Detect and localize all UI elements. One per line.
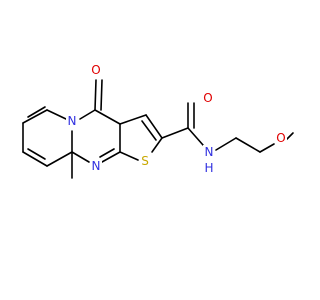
atom-label-background — [203, 161, 215, 175]
bond — [22, 109, 48, 124]
molecule-structure: N N O S O N H O — [22, 63, 294, 179]
atom-n-amide: N — [205, 145, 214, 159]
atom-label-background — [90, 63, 102, 77]
bond — [94, 109, 121, 125]
atom-label-background — [139, 154, 151, 168]
atom-n-ring: N — [68, 114, 77, 128]
atom-label-background — [203, 145, 215, 159]
bond — [285, 132, 294, 141]
atom-s-thiophene: S — [141, 154, 149, 168]
atom-label-background — [275, 131, 287, 145]
bond — [46, 151, 73, 167]
bond — [100, 79, 103, 111]
atom-label-background — [202, 91, 214, 105]
bond — [187, 127, 204, 146]
atom-o-ketone: O — [91, 63, 100, 77]
bond — [22, 151, 48, 167]
bond — [151, 137, 163, 153]
bond — [119, 114, 147, 125]
bond — [46, 109, 67, 120]
bond — [215, 137, 237, 151]
bond-layer — [22, 79, 294, 179]
bond — [145, 114, 163, 139]
atom-o-amide: O — [203, 91, 212, 105]
atom-label-layer: N N O S O N H O — [66, 63, 287, 175]
atom-label-background — [90, 159, 102, 173]
atom-o-ether: O — [276, 131, 285, 145]
bond — [141, 120, 157, 141]
bond — [235, 137, 261, 153]
bond — [79, 109, 96, 120]
bond — [99, 148, 115, 158]
atom-h-amide: H — [204, 161, 213, 175]
bond — [259, 143, 275, 153]
bond — [71, 151, 90, 163]
bond — [101, 151, 121, 163]
atom-n-pyrimidine: N — [92, 159, 101, 173]
bond — [27, 106, 46, 118]
atom-label-background — [66, 114, 78, 128]
bond — [119, 151, 139, 161]
bond — [94, 79, 97, 111]
bond — [161, 127, 189, 139]
bond — [27, 148, 46, 160]
